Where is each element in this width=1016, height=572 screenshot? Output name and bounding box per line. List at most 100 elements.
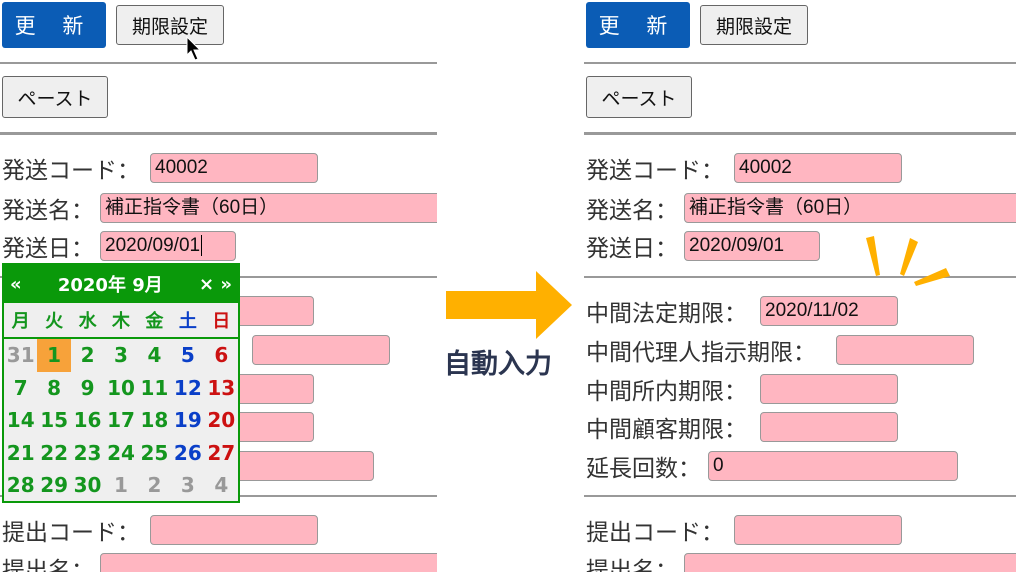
calendar-day[interactable]: 20 [207, 408, 236, 433]
submit_name-label: 提出名： [586, 558, 678, 572]
calendar-day[interactable]: 31 [6, 343, 35, 368]
send_code-value: 40002 [739, 157, 792, 178]
calendar-day[interactable]: 21 [6, 440, 35, 465]
send_date-label: 発送日： [2, 236, 94, 262]
mid_legal-label: 中間法定期限： [586, 301, 747, 327]
prev-month-button[interactable]: « [10, 273, 22, 295]
mid_client-label: 中間顧客期限： [586, 417, 747, 443]
send_date-label: 発送日： [586, 236, 678, 262]
send_name-input[interactable]: 補正指令書（60日） [684, 193, 1016, 223]
weekday-header: 月 [11, 311, 30, 332]
close-button[interactable]: × [198, 273, 215, 295]
calendar-day[interactable]: 15 [40, 408, 69, 433]
calendar-day[interactable]: 30 [73, 473, 102, 498]
calendar-day[interactable]: 24 [107, 440, 135, 465]
field-submit_code: 提出コード： [2, 514, 318, 546]
calendar-day[interactable]: 27 [207, 440, 236, 465]
calendar-day[interactable]: 26 [173, 440, 202, 465]
calendar-day[interactable]: 19 [173, 408, 202, 433]
mid_agent-input[interactable] [836, 335, 974, 365]
extension-value: 0 [713, 455, 724, 476]
submit_name-input[interactable] [684, 553, 1016, 572]
calendar-day[interactable]: 1 [114, 473, 128, 498]
calendar-day[interactable]: 22 [40, 440, 69, 465]
calendar-day[interactable]: 13 [207, 375, 236, 400]
arrow-right-icon [446, 271, 572, 339]
calendar-day[interactable]: 17 [107, 408, 135, 433]
calendar-day[interactable]: 10 [107, 375, 135, 400]
mid_client-input[interactable] [760, 412, 898, 442]
text-caret [201, 235, 203, 256]
submit_code-input[interactable] [734, 515, 902, 545]
calendar-day[interactable]: 25 [140, 440, 169, 465]
calendar-day[interactable]: 3 [114, 343, 128, 368]
send_name-input[interactable]: 補正指令書（60日） [100, 193, 437, 223]
calendar-day[interactable]: 2 [80, 343, 95, 368]
calendar-day[interactable]: 28 [6, 473, 35, 498]
field-send_name: 発送名： 補正指令書（60日） [2, 192, 437, 224]
update-button[interactable]: 更 新 [586, 2, 690, 48]
extension-label: 延長回数： [586, 456, 701, 482]
calendar-day[interactable]: 4 [147, 343, 162, 368]
paste-button[interactable]: ペースト [2, 76, 108, 118]
field-send_code: 発送コード： 40002 [2, 152, 318, 184]
calendar-day[interactable]: 29 [40, 473, 69, 498]
send_name-value: 補正指令書（60日） [689, 197, 863, 218]
paste-button[interactable]: ペースト [586, 76, 692, 118]
send_code-input[interactable]: 40002 [734, 153, 902, 183]
calendar-day[interactable]: 4 [214, 473, 229, 498]
calendar-day[interactable]: 9 [80, 375, 95, 400]
field-send_name: 発送名： 補正指令書（60日） [586, 192, 1016, 224]
next-month-button[interactable]: » [220, 273, 232, 295]
field-submit_name: 提出名： [586, 552, 1016, 572]
calendar-day[interactable]: 2 [147, 473, 162, 498]
divider [0, 132, 437, 135]
divider [584, 495, 1016, 497]
calendar-day[interactable]: 7 [13, 375, 28, 400]
weekday-header: 木 [111, 311, 130, 332]
auto-input-label: 自動入力 [444, 349, 552, 380]
submit_code-input[interactable] [150, 515, 318, 545]
mid_agent-input[interactable] [252, 335, 390, 365]
deadline-setting-button[interactable]: 期限設定 [116, 5, 224, 45]
divider [584, 132, 1016, 135]
send_name-label: 発送名： [2, 198, 94, 224]
calendar-day[interactable]: 3 [180, 473, 195, 498]
send_code-value: 40002 [155, 157, 208, 178]
field-mid_agent: 中間代理人指示期限： [586, 334, 974, 366]
calendar-day[interactable]: 8 [47, 375, 62, 400]
calendar-day[interactable]: 6 [214, 343, 229, 368]
extension-input[interactable]: 0 [708, 451, 958, 481]
send_date-input[interactable]: 2020/09/01 [684, 231, 820, 261]
mid_office-input[interactable] [760, 374, 898, 404]
send_code-input[interactable]: 40002 [150, 153, 318, 183]
field-submit_code: 提出コード： [586, 514, 902, 546]
field-mid_legal: 中間法定期限： 2020/11/02 [586, 295, 898, 327]
send_date-input[interactable]: 2020/09/01 [100, 231, 236, 261]
calendar-day[interactable]: 14 [6, 408, 35, 433]
calendar-day[interactable]: 1 [37, 339, 71, 372]
send_code-label: 発送コード： [2, 158, 140, 184]
calendar-day[interactable]: 16 [73, 408, 102, 433]
calendar-day[interactable]: 12 [173, 375, 202, 400]
calendar-day[interactable]: 23 [73, 440, 102, 465]
divider [584, 62, 1016, 64]
field-mid_agent [2, 334, 390, 366]
send_name-value: 補正指令書（60日） [105, 197, 279, 218]
update-button[interactable]: 更 新 [2, 2, 106, 48]
mid_legal-input[interactable]: 2020/11/02 [760, 296, 898, 326]
sparkle-icon [866, 236, 950, 286]
after-panel: 更 新 期限設定 ペースト 発送コード： 40002 発送名： 補正指令書（60日… [584, 0, 1016, 572]
calendar-day[interactable]: 5 [180, 343, 195, 368]
field-mid_client: 中間顧客期限： [586, 411, 898, 443]
calendar-day[interactable]: 11 [140, 375, 169, 400]
field-send_code: 発送コード： 40002 [586, 152, 902, 184]
weekday-header: 金 [145, 311, 164, 332]
submit_name-input[interactable] [100, 553, 437, 572]
weekday-header: 火 [45, 311, 64, 332]
calendar-day[interactable]: 18 [140, 408, 169, 433]
deadline-setting-button[interactable]: 期限設定 [700, 5, 808, 45]
submit_code-label: 提出コード： [586, 520, 724, 546]
mouse-cursor-icon [186, 36, 202, 61]
